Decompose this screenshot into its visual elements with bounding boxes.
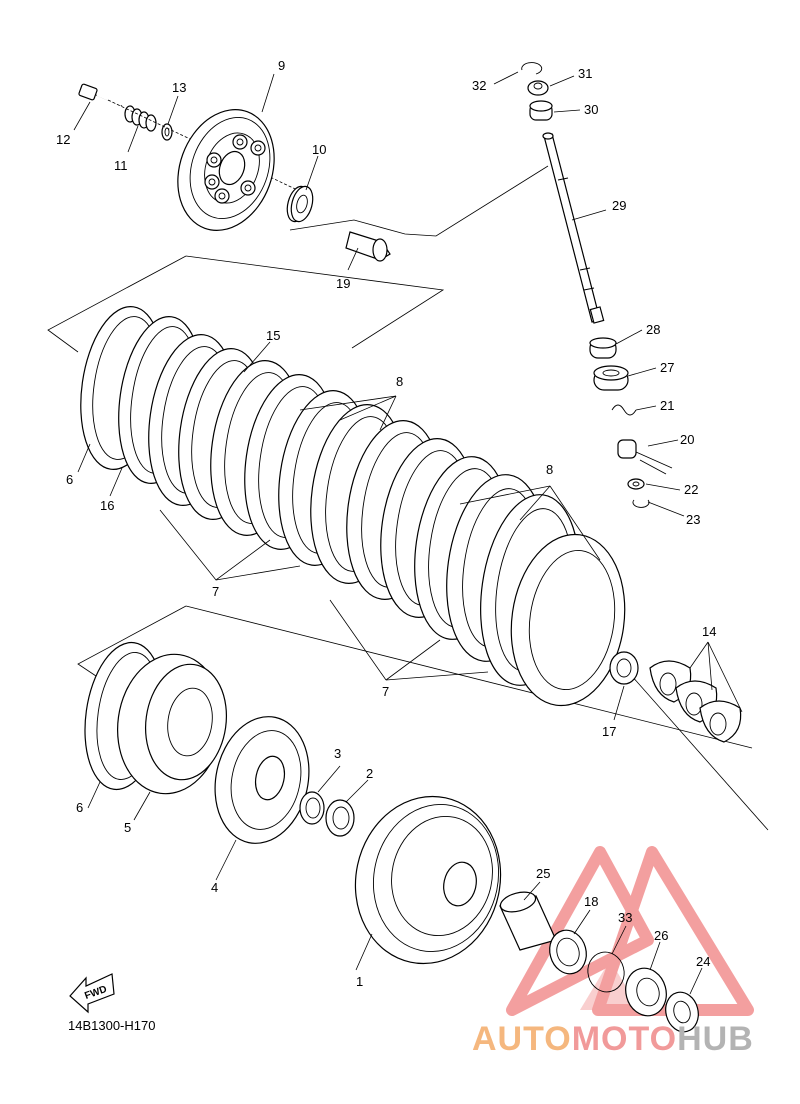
washer-22	[627, 478, 645, 490]
callout-10: 10	[312, 142, 326, 157]
clutch-housing-1	[354, 795, 502, 965]
callout-28: 28	[646, 322, 660, 337]
callout-leader-lines	[73, 71, 743, 995]
callout-5: 5	[124, 820, 131, 835]
watermark-part-moto: MOTO	[571, 1020, 678, 1058]
callout-27: 27	[660, 360, 674, 375]
callout-7-upper: 7	[212, 584, 219, 599]
callout-13: 13	[172, 80, 186, 95]
callout-30: 30	[584, 102, 598, 117]
callout-32: 32	[472, 78, 486, 93]
washer-24	[665, 991, 699, 1033]
spacer-25	[499, 891, 557, 951]
callout-17: 17	[602, 724, 616, 739]
callout-12: 12	[56, 132, 70, 147]
nut-30	[529, 100, 553, 121]
callout-9: 9	[278, 58, 285, 73]
washer-3	[299, 791, 325, 825]
watermark-part-hub: HUB	[677, 1020, 754, 1058]
callout-26: 26	[654, 928, 668, 943]
spring-21	[611, 404, 637, 416]
callout-20: 20	[680, 432, 694, 447]
push-rod-shaft-29	[542, 132, 605, 324]
push-rod-19	[345, 231, 391, 262]
pressure-plate-4	[214, 716, 310, 844]
callout-6-upper: 6	[66, 472, 73, 487]
callout-33: 33	[618, 910, 632, 925]
watermark-text: AUTOMOTOHUB	[472, 1020, 754, 1059]
watermark-part-auto: AUTO	[472, 1020, 572, 1058]
circlip-32	[521, 62, 543, 75]
clutch-boss-5	[116, 653, 228, 795]
nut-17	[609, 651, 639, 685]
callout-6-lower: 6	[76, 800, 83, 815]
callout-16: 16	[100, 498, 114, 513]
o-ring-33	[587, 951, 625, 993]
callout-14: 14	[702, 624, 716, 639]
forward-direction-arrow: FWD	[69, 973, 115, 1014]
callout-19: 19	[336, 276, 350, 291]
callout-7-lower: 7	[382, 684, 389, 699]
gear-26	[625, 967, 667, 1017]
callout-22: 22	[684, 482, 698, 497]
lever-20	[617, 439, 673, 475]
needle-bearing-18	[549, 929, 587, 975]
washer-2	[325, 799, 355, 837]
callout-21: 21	[660, 398, 674, 413]
callout-1: 1	[356, 974, 363, 989]
callout-24: 24	[696, 954, 710, 969]
leader-lines-7-8	[159, 395, 601, 681]
pressure-plate-9	[177, 109, 275, 231]
callout-31: 31	[578, 66, 592, 81]
circlip-23	[632, 499, 650, 508]
oil-seal-27	[593, 365, 629, 391]
callout-3: 3	[334, 746, 341, 761]
clutch-spring-11	[124, 105, 157, 132]
bearing-28	[589, 337, 617, 359]
callout-8-right: 8	[546, 462, 553, 477]
drawing-code: 14B1300-H170	[68, 1018, 156, 1033]
callout-23: 23	[686, 512, 700, 527]
callout-18: 18	[584, 894, 598, 909]
bearing-10	[286, 185, 314, 223]
callout-11: 11	[114, 158, 128, 173]
callout-labels: 1 2 3 4 5 6 6 7 7 8 8 9 10 11 12 13 14 1…	[56, 58, 716, 989]
callout-25: 25	[536, 866, 550, 881]
callout-4: 4	[211, 880, 218, 895]
callout-15: 15	[266, 328, 280, 343]
callout-2: 2	[366, 766, 373, 781]
group-boundary-lines	[47, 165, 769, 831]
washer-31	[527, 80, 549, 96]
pressure-bolt-12	[78, 83, 123, 107]
callout-29: 29	[612, 198, 626, 213]
callout-8-left: 8	[396, 374, 403, 389]
lock-washer-14	[649, 660, 742, 743]
clutch-plate-stack	[80, 306, 626, 707]
